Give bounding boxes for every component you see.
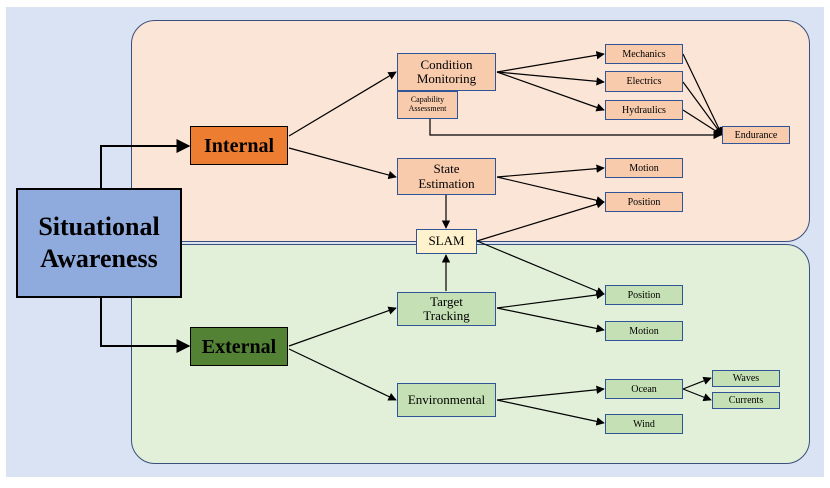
motion-external-node: Motion bbox=[605, 321, 683, 341]
internal-node: Internal bbox=[190, 126, 288, 165]
ocean-to-currents-arrow bbox=[682, 388, 712, 402]
waves-node: Waves bbox=[712, 370, 780, 387]
situational-awareness-label: Situational Awareness bbox=[38, 211, 160, 274]
state-to-motion-arrow bbox=[496, 164, 605, 178]
target-tracking-node: Target Tracking bbox=[397, 292, 496, 326]
mechanics-node: Mechanics bbox=[605, 44, 683, 64]
target-to-motion-arrow bbox=[496, 307, 605, 333]
ocean-label: Ocean bbox=[631, 383, 657, 395]
target-to-position-arrow bbox=[496, 290, 605, 309]
external-node: External bbox=[190, 327, 288, 366]
hydraulics-node: Hydraulics bbox=[605, 100, 683, 120]
ocean-to-waves-arrow bbox=[682, 376, 712, 390]
environmental-to-ocean-arrow bbox=[496, 385, 605, 401]
condition-to-electrics-arrow bbox=[496, 71, 605, 86]
external-to-target-arrow bbox=[288, 306, 397, 347]
external-label: External bbox=[201, 335, 277, 358]
condition-monitoring-label: Condition Monitoring bbox=[416, 56, 477, 86]
slam-to-position-external-arrow bbox=[476, 240, 605, 295]
capability-to-endurance-arrow bbox=[429, 119, 722, 140]
internal-to-state-arrow bbox=[288, 147, 397, 180]
internal-to-condition-arrow bbox=[288, 71, 397, 137]
condition-to-mechanics-arrow bbox=[496, 51, 605, 73]
currents-label: Currents bbox=[728, 395, 764, 406]
electrics-to-endurance-arrow bbox=[682, 81, 723, 136]
endurance-label: Endurance bbox=[734, 129, 778, 141]
environmental-label: Environmental bbox=[407, 391, 486, 407]
condition-monitoring-node: Condition Monitoring bbox=[397, 53, 496, 91]
electrics-node: Electrics bbox=[605, 71, 683, 92]
root-to-external-arrow bbox=[100, 298, 191, 353]
mechanics-label: Mechanics bbox=[622, 48, 666, 60]
internal-label: Internal bbox=[204, 134, 274, 157]
endurance-node: Endurance bbox=[722, 126, 790, 144]
slam-label: SLAM bbox=[428, 233, 465, 249]
situational-awareness-node: Situational Awareness bbox=[16, 188, 182, 298]
wind-node: Wind bbox=[605, 414, 683, 434]
motion-internal-node: Motion bbox=[605, 158, 683, 178]
slam-to-position-internal-arrow bbox=[476, 200, 605, 242]
state-estimation-label: State Estimation bbox=[418, 161, 475, 191]
wind-label: Wind bbox=[633, 418, 655, 430]
currents-node: Currents bbox=[712, 392, 780, 409]
state-to-position-arrow bbox=[496, 176, 605, 205]
position-internal-label: Position bbox=[627, 196, 661, 208]
position-external-label: Position bbox=[627, 289, 661, 301]
environmental-node: Environmental bbox=[397, 383, 496, 417]
root-to-internal-arrow bbox=[100, 139, 191, 188]
electrics-label: Electrics bbox=[626, 76, 662, 87]
waves-label: Waves bbox=[732, 373, 760, 384]
capability-assessment-node: Capability Assessment bbox=[397, 91, 458, 119]
slam-node: SLAM bbox=[416, 229, 477, 254]
environmental-to-wind-arrow bbox=[496, 399, 605, 426]
ocean-node: Ocean bbox=[605, 379, 683, 399]
capability-assessment-label: Capability Assessment bbox=[408, 95, 447, 113]
mechanics-to-endurance-arrow bbox=[682, 53, 723, 136]
motion-internal-label: Motion bbox=[629, 162, 659, 174]
hydraulics-label: Hydraulics bbox=[622, 104, 666, 116]
position-internal-node: Position bbox=[605, 192, 683, 212]
motion-external-label: Motion bbox=[629, 325, 659, 337]
external-to-environmental-arrow bbox=[288, 348, 397, 401]
target-tracking-label: Target Tracking bbox=[423, 293, 470, 323]
state-estimation-node: State Estimation bbox=[397, 158, 496, 195]
condition-to-hydraulics-arrow bbox=[496, 71, 605, 112]
position-external-node: Position bbox=[605, 285, 683, 305]
